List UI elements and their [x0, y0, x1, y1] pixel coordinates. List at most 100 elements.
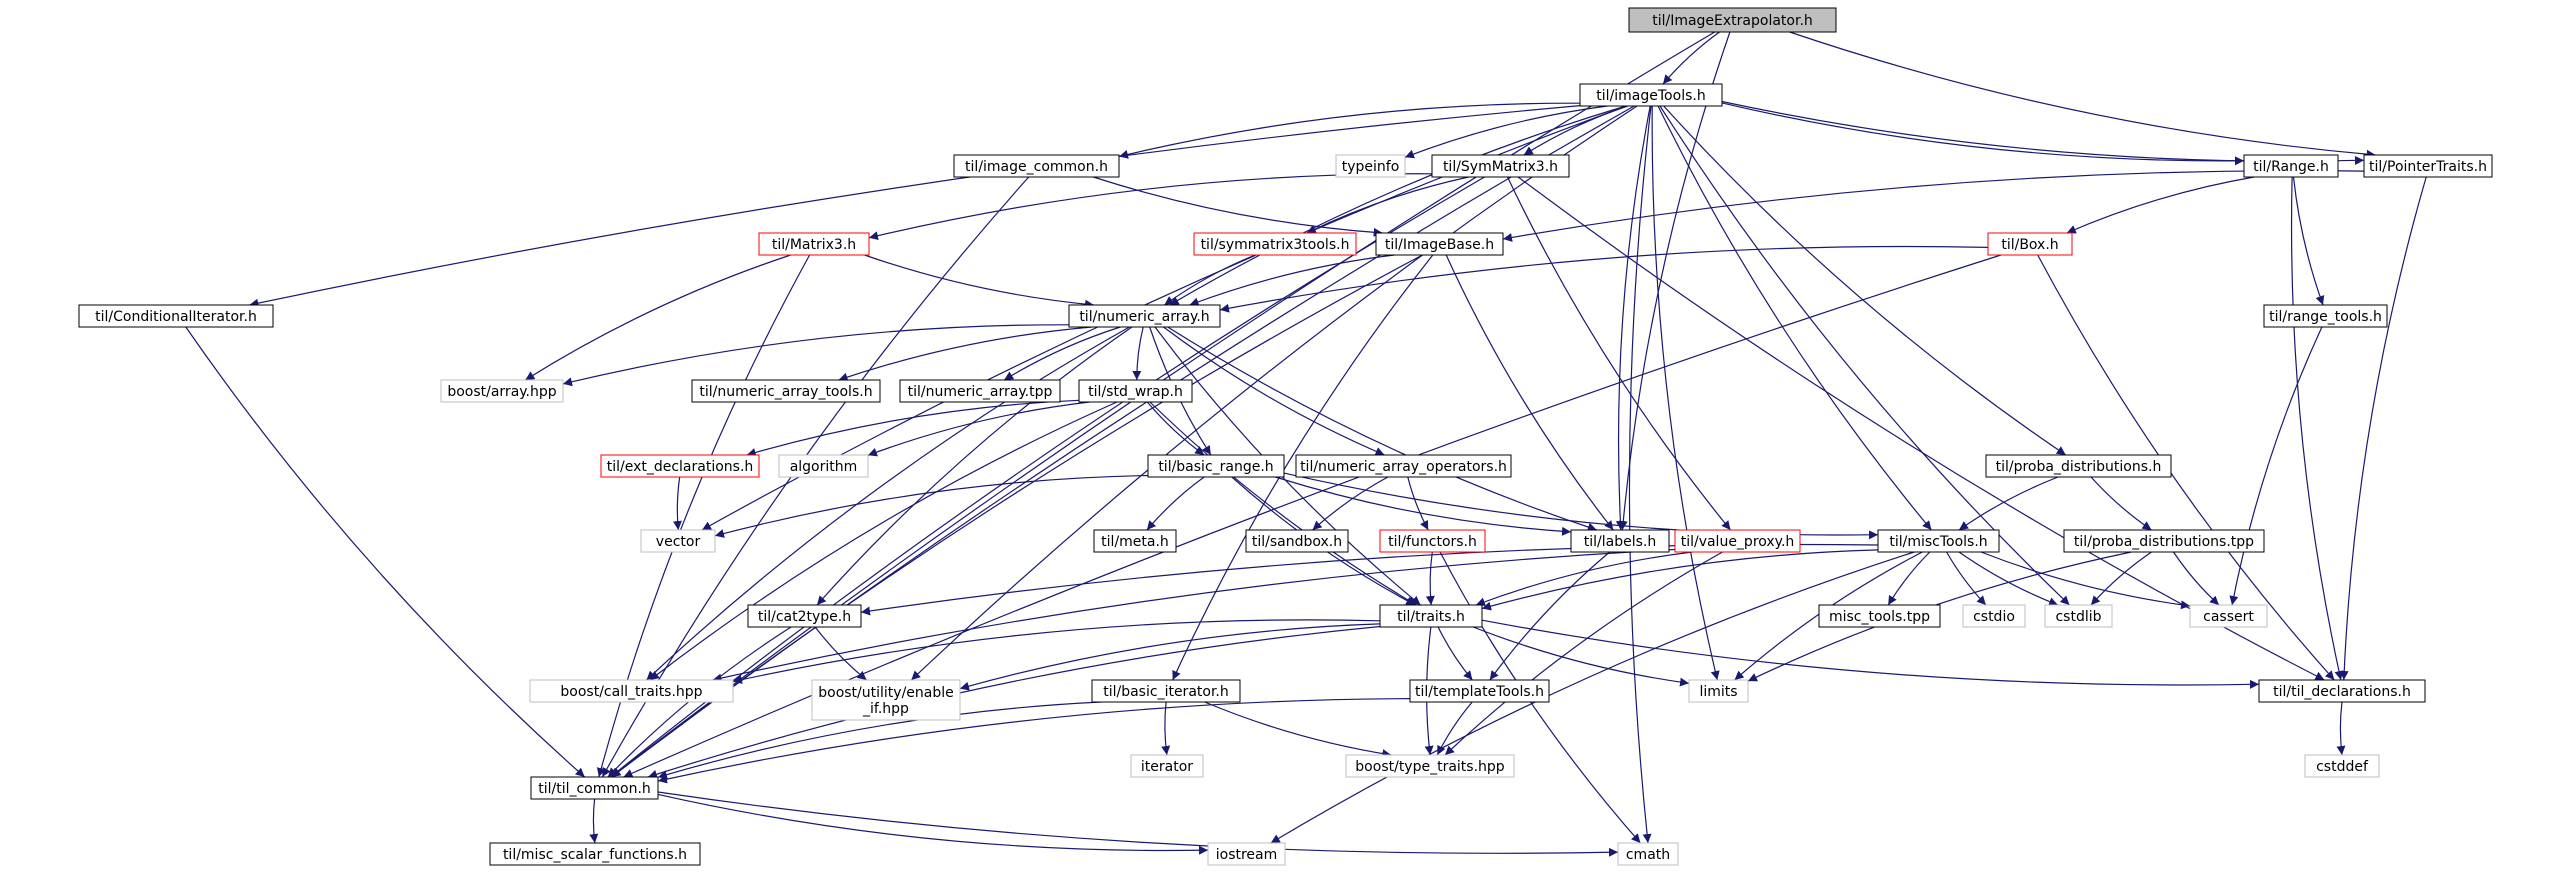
edge-numeric_array-to-boost_array: [562, 324, 1070, 387]
edge-proba_distributions-to-miscTools: [1958, 476, 2059, 531]
node-ConditionalIterator[interactable]: til/ConditionalIterator.h: [78, 304, 274, 328]
node-image_common[interactable]: til/image_common.h: [953, 154, 1120, 178]
node-Range[interactable]: til/Range.h: [2243, 154, 2339, 178]
node-boost_enable_if: boost/utility/enable_if.hpp: [811, 679, 961, 721]
node-ext_declarations[interactable]: til/ext_declarations.h: [600, 454, 760, 478]
node-Matrix3[interactable]: til/Matrix3.h: [758, 232, 870, 256]
node-label: typeinfo: [1342, 159, 1400, 175]
node-label: til/proba_distributions.h: [1996, 459, 2162, 475]
node-box: [1091, 679, 1241, 703]
node-label: cmath: [1626, 847, 1670, 863]
node-box: [1628, 7, 1837, 33]
node-misc_tools_tpp[interactable]: misc_tools.tpp: [1818, 604, 1941, 628]
edge-til_common-to-misc_scalar_functions: [589, 798, 599, 844]
edge-til_common-to-iostream: [657, 793, 1209, 855]
node-cat2type[interactable]: til/cat2type.h: [747, 604, 862, 628]
node-basic_iterator[interactable]: til/basic_iterator.h: [1091, 679, 1241, 703]
node-box: [1345, 754, 1515, 778]
node-label: til/numeric_array.h: [1079, 309, 1209, 325]
node-label: til/numeric_array_tools.h: [699, 384, 872, 400]
node-label: til/labels.h: [1584, 534, 1656, 550]
edge-basic_iterator-to-til_common: [657, 701, 1102, 779]
node-til_declarations[interactable]: til/til_declarations.h: [2258, 679, 2426, 703]
node-misc_scalar_functions[interactable]: til/misc_scalar_functions.h: [489, 842, 701, 866]
edge-basic_range-to-vector: [714, 474, 1149, 538]
node-limits: limits: [1688, 679, 1749, 703]
node-box: [953, 154, 1120, 178]
edge-cat2type-to-boost_enable_if: [814, 626, 867, 681]
node-basic_range[interactable]: til/basic_range.h: [1147, 454, 1285, 478]
edge-imageTools-to-cmath: [1628, 105, 1652, 844]
edge-numeric_array-to-labels: [1167, 326, 1597, 532]
node-box: [1818, 604, 1941, 628]
edge-value_proxy-to-traits: [1475, 551, 1693, 607]
edge-image_common-to-ImageBase: [1093, 176, 1383, 237]
edge-til_common-to-cmath: [657, 791, 1619, 857]
edge-Range-to-Box: [2066, 176, 2255, 234]
node-Box[interactable]: til/Box.h: [1987, 232, 2073, 256]
edge-traits-to-til_common: [647, 625, 1381, 779]
node-numeric_array[interactable]: til/numeric_array.h: [1068, 304, 1221, 328]
edge-range_tools-to-cassert: [2229, 326, 2323, 606]
node-box: [1688, 679, 1749, 703]
node-PointerTraits[interactable]: til/PointerTraits.h: [2363, 154, 2493, 178]
node-templateTools[interactable]: til/templateTools.h: [1409, 679, 1550, 703]
node-miscTools[interactable]: til/miscTools.h: [1877, 529, 2000, 553]
node-proba_distributions[interactable]: til/proba_distributions.h: [1985, 454, 2172, 478]
node-label: _if.hpp: [862, 701, 909, 717]
node-numeric_array_tools[interactable]: til/numeric_array_tools.h: [691, 379, 881, 403]
node-label: til/templateTools.h: [1415, 684, 1544, 700]
node-functors[interactable]: til/functors.h: [1379, 529, 1486, 553]
node-cstdlib: cstdlib: [2044, 604, 2113, 628]
node-box: [1147, 454, 1285, 478]
edge-std_wrap-to-basic_range: [1146, 401, 1205, 456]
edge-ImageExtrapolator-to-til_common: [610, 31, 1716, 778]
node-label: misc_tools.tpp: [1829, 609, 1930, 625]
edge-miscTools-to-traits: [1481, 549, 1879, 611]
node-boost_call_traits: boost/call_traits.hpp: [529, 679, 734, 703]
node-numeric_array_operators[interactable]: til/numeric_array_operators.h: [1295, 454, 1512, 478]
header-nodes: til/ImageExtrapolator.h til/imageTools.h t…: [78, 7, 2493, 866]
node-std_wrap[interactable]: til/std_wrap.h: [1078, 379, 1193, 403]
node-proba_distributions_tpp[interactable]: til/proba_distributions.tpp: [2063, 529, 2265, 553]
node-sandbox[interactable]: til/sandbox.h: [1245, 529, 1349, 553]
edge-labels-to-templateTools: [1489, 551, 1611, 681]
node-box: [1245, 529, 1349, 553]
edge-functors-to-traits: [1425, 551, 1435, 606]
node-til_common[interactable]: til/til_common.h: [530, 776, 659, 800]
node-box: [1130, 754, 1204, 778]
node-label: til/symmatrix3tools.h: [1201, 237, 1350, 253]
node-label: til/basic_iterator.h: [1103, 684, 1229, 700]
node-label: til/sandbox.h: [1252, 534, 1342, 550]
node-numeric_array_tpp[interactable]: til/numeric_array.tpp: [899, 379, 1061, 403]
node-label: iterator: [1141, 759, 1193, 775]
node-box: [1431, 154, 1570, 178]
node-box: [747, 604, 862, 628]
node-SymMatrix3[interactable]: til/SymMatrix3.h: [1431, 154, 1570, 178]
node-label: til/til_declarations.h: [2273, 684, 2411, 700]
node-meta[interactable]: til/meta.h: [1093, 529, 1177, 553]
node-labels[interactable]: til/labels.h: [1570, 529, 1670, 553]
node-symmatrix3tools[interactable]: til/symmatrix3tools.h: [1193, 232, 1357, 256]
edge-imageTools-to-ConditionalIterator: [249, 105, 1581, 308]
edge-imageTools-to-numeric_array: [1169, 105, 1626, 306]
node-range_tools[interactable]: til/range_tools.h: [2263, 304, 2388, 328]
node-value_proxy[interactable]: til/value_proxy.h: [1674, 529, 1801, 553]
edge-Box-to-til_declarations: [2037, 254, 2335, 681]
node-cstddef: cstddef: [2304, 754, 2380, 778]
node-label: til/numeric_array_operators.h: [1300, 459, 1507, 475]
edge-proba_distributions_tpp-to-cassert: [2173, 551, 2220, 606]
node-box: [1207, 842, 1286, 866]
edge-imageTools-to-PointerTraits: [1721, 100, 2365, 165]
node-box: [1987, 232, 2073, 256]
node-ImageExtrapolator[interactable]: til/ImageExtrapolator.h: [1628, 7, 1837, 33]
edge-imageTools-to-image_common: [1118, 102, 1581, 159]
node-label: til/cat2type.h: [758, 609, 851, 625]
node-ImageBase[interactable]: til/ImageBase.h: [1375, 232, 1504, 256]
node-traits[interactable]: til/traits.h: [1379, 604, 1483, 628]
node-imageTools[interactable]: til/imageTools.h: [1579, 83, 1723, 107]
node-label: til/ConditionalIterator.h: [95, 309, 257, 325]
edge-numeric_array_operators-to-sandbox: [1312, 476, 1389, 531]
edge-traits-to-templateTools: [1437, 626, 1473, 681]
node-box: [1375, 232, 1504, 256]
